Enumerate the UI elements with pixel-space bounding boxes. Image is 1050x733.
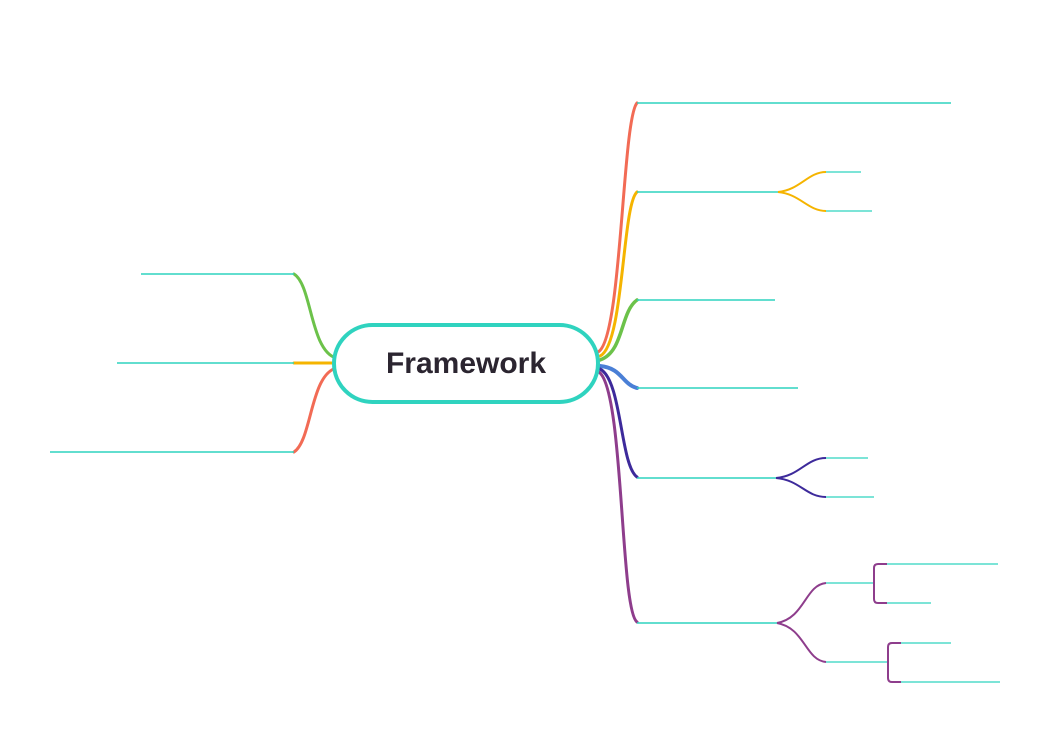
bracket-r6-1 bbox=[873, 563, 887, 604]
branch-connector-r3 bbox=[598, 298, 639, 362]
branch-connector-l1 bbox=[292, 272, 338, 360]
subtopic-connector-r5-2 bbox=[775, 477, 827, 498]
branch-connector-r6 bbox=[597, 370, 639, 624]
subtopic-connector-r2-2 bbox=[777, 191, 827, 212]
subtopic-connector-r2-1 bbox=[777, 171, 827, 193]
central-topic-label: Framework bbox=[386, 347, 546, 380]
subtopic-connector-r6-1 bbox=[776, 582, 827, 624]
bracket-r6-2 bbox=[887, 642, 901, 683]
branch-connector-r4 bbox=[598, 364, 639, 390]
branch-connector-r5 bbox=[598, 367, 639, 479]
central-topic-box bbox=[332, 323, 600, 404]
branch-connector-l3 bbox=[292, 366, 338, 454]
central-topic[interactable]: Framework bbox=[332, 323, 600, 404]
subtopic-connector-r6-2 bbox=[776, 622, 827, 663]
branch-connector-r2 bbox=[598, 190, 639, 358]
branch-connector-r1 bbox=[596, 101, 639, 354]
subtopic-connector-r5-1 bbox=[775, 457, 827, 479]
